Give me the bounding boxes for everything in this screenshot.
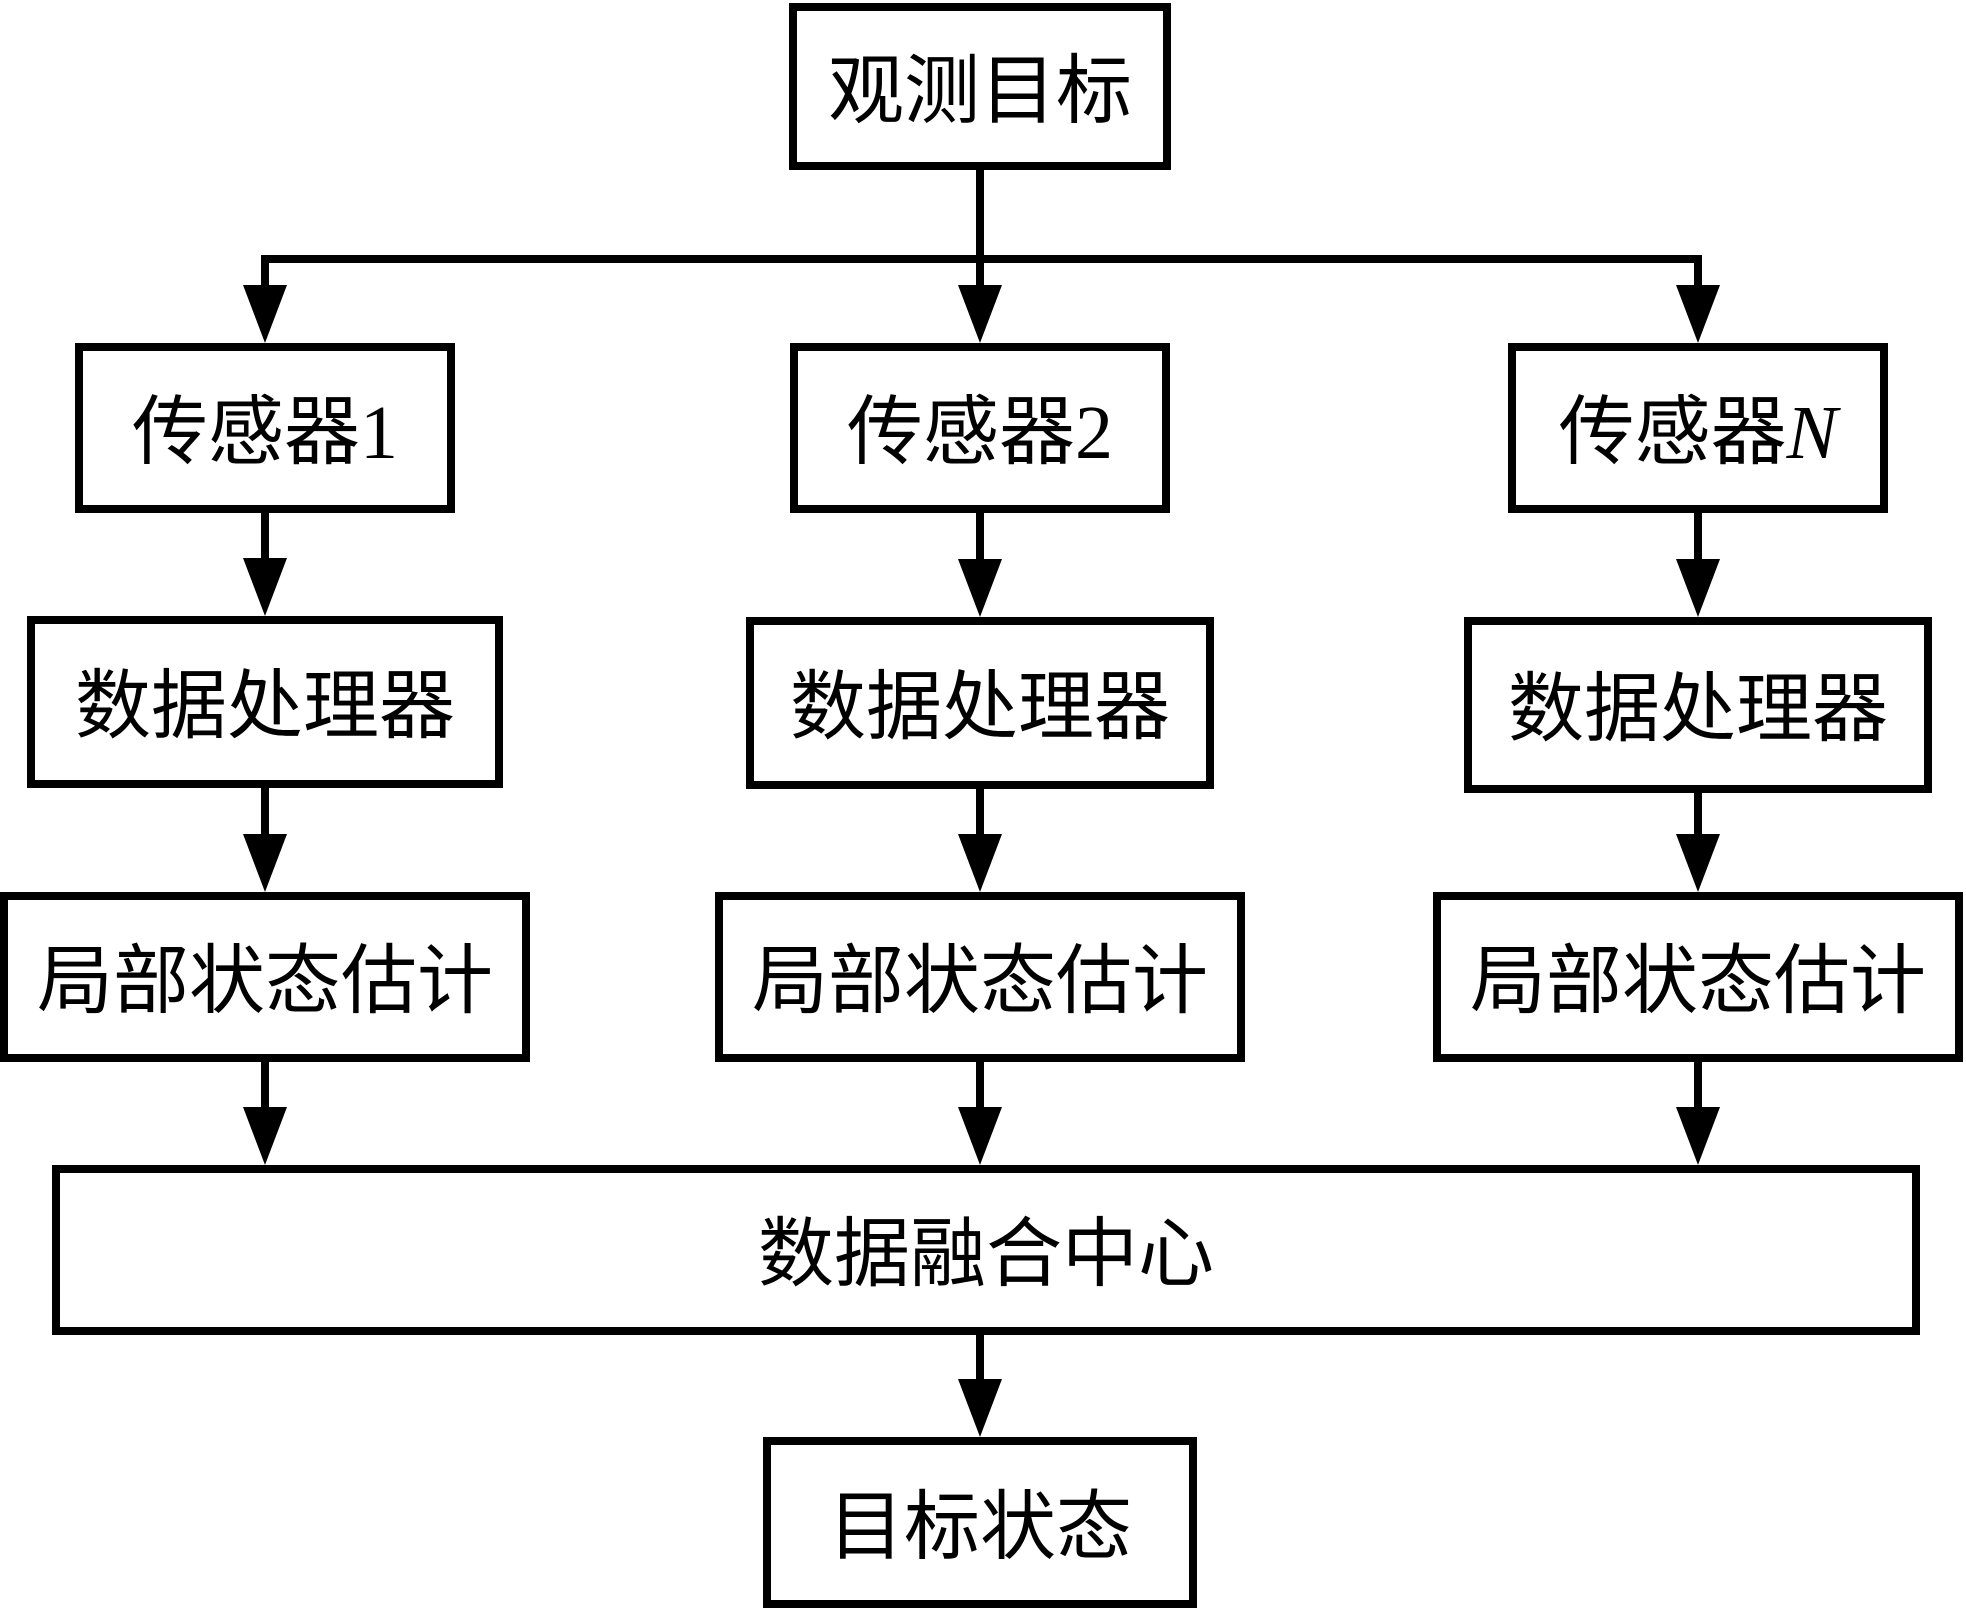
connector-processor1-estimate1 — [261, 785, 269, 839]
connector-branch-to-sensorN — [1694, 257, 1702, 293]
connector-sensor1-processor1 — [261, 510, 269, 562]
arrow-down-icon — [958, 1107, 1002, 1165]
node-data-processor-1-label: 数据处理器 — [75, 665, 455, 749]
node-data-processor-2-label: 数据处理器 — [790, 666, 1170, 750]
connector-sensor2-processor2 — [976, 510, 984, 562]
connector-branch-to-sensor1 — [261, 257, 269, 293]
node-sensor-n: 传感器N — [1508, 343, 1888, 513]
connector-processor3-estimate3 — [1694, 790, 1702, 840]
node-sensor-1: 传感器1 — [75, 343, 455, 513]
node-sensor-1-label: 传感器1 — [132, 391, 398, 475]
arrow-down-icon — [243, 1107, 287, 1165]
node-observation-target: 观测目标 — [789, 3, 1171, 170]
node-local-estimate-3-label: 局部状态估计 — [1470, 940, 1926, 1024]
connector-fusion-state — [976, 1332, 984, 1384]
node-data-fusion-center-label: 数据融合中心 — [758, 1213, 1214, 1297]
node-data-processor-2: 数据处理器 — [746, 617, 1214, 789]
arrow-down-icon — [1676, 559, 1720, 617]
node-data-processor-3: 数据处理器 — [1464, 617, 1932, 793]
arrow-down-icon — [1676, 834, 1720, 892]
node-sensor-n-label: 传感器N — [1558, 391, 1838, 475]
node-data-fusion-center: 数据融合中心 — [52, 1165, 1920, 1335]
node-sensor-2-label: 传感器2 — [847, 391, 1113, 475]
arrow-down-icon — [958, 285, 1002, 343]
arrow-down-icon — [243, 285, 287, 343]
node-local-estimate-2-label: 局部状态估计 — [752, 940, 1208, 1024]
node-sensor-2: 传感器2 — [790, 343, 1170, 513]
connector-estimate1-fusion — [261, 1059, 269, 1111]
node-local-estimate-3: 局部状态估计 — [1433, 892, 1963, 1062]
arrow-down-icon — [958, 834, 1002, 892]
arrow-down-icon — [243, 834, 287, 892]
node-local-estimate-1: 局部状态估计 — [0, 892, 530, 1062]
arrow-down-icon — [958, 559, 1002, 617]
node-target-state-label: 目标状态 — [828, 1485, 1132, 1570]
node-observation-target-label: 观测目标 — [828, 49, 1132, 134]
connector-sensorN-processor3 — [1694, 510, 1702, 562]
node-local-estimate-1-label: 局部状态估计 — [37, 940, 493, 1024]
connector-branch-to-sensor2 — [976, 257, 984, 293]
arrow-down-icon — [958, 1379, 1002, 1437]
connector-processor2-estimate2 — [976, 786, 984, 839]
node-target-state: 目标状态 — [763, 1437, 1197, 1608]
connector-estimate3-fusion — [1694, 1059, 1702, 1111]
node-local-estimate-2: 局部状态估计 — [715, 892, 1245, 1062]
arrow-down-icon — [1676, 285, 1720, 343]
arrow-down-icon — [243, 558, 287, 616]
node-data-processor-3-label: 数据处理器 — [1508, 668, 1888, 752]
sensor-n-variable: N — [1786, 391, 1838, 475]
arrow-down-icon — [1676, 1107, 1720, 1165]
connector-estimate2-fusion — [976, 1059, 984, 1111]
node-data-processor-1: 数据处理器 — [27, 616, 503, 788]
connector-target-trunk — [976, 166, 984, 259]
